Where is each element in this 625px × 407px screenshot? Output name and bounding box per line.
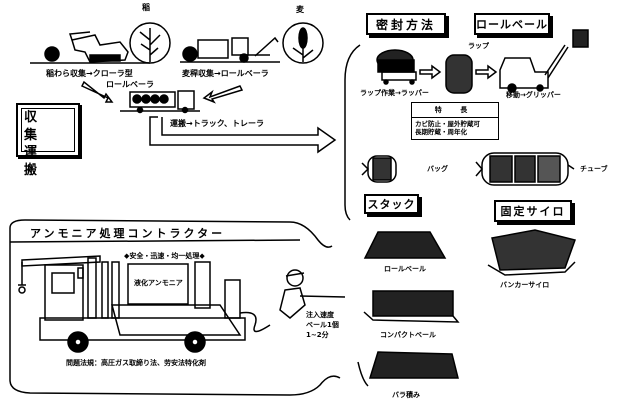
- tube-label: チューブ: [580, 165, 608, 173]
- worker-icon: [279, 269, 346, 319]
- features-header: 特 長: [412, 103, 498, 118]
- stack-roll-bale-label: ロールベール: [384, 265, 426, 273]
- arrow-icon: [475, 64, 498, 80]
- ammonia-slogan: ◆安全・迅速・均一処理◆: [124, 252, 205, 260]
- injection-rate-label: 注入速度: [306, 311, 334, 319]
- collection-title-1: 収 集: [24, 110, 44, 143]
- bunker-silo-icon: [487, 229, 576, 276]
- arrow-to-truck-right: [202, 85, 244, 104]
- section-brace: [344, 44, 361, 221]
- ammonia-section-frame: [9, 219, 341, 396]
- bag-label: バッグ: [427, 165, 448, 173]
- stack-loose-label: バラ積み: [392, 391, 420, 399]
- rice-label: 稲: [142, 3, 150, 12]
- sealing-method-title: 密封方法: [366, 13, 446, 35]
- rice-method-label: 稲わら収集→クローラ型: [46, 69, 133, 78]
- injection-rate-label-2: ベール1個: [306, 321, 339, 329]
- crawler-roll-baler-icon: [44, 31, 129, 63]
- ammonia-crane-truck-icon: [18, 255, 271, 353]
- transport-label: 運搬→トラック、トレーラ: [170, 119, 264, 128]
- tube-icon: [475, 152, 575, 186]
- transport-arrow: [149, 116, 337, 154]
- rice-plant-icon: [129, 22, 171, 64]
- wrapper-machine-icon: [376, 49, 417, 85]
- wheat-method-label: 麦稈収集→ロールベーラ: [182, 69, 269, 78]
- arrow-to-truck-left: [80, 80, 114, 103]
- ammonia-tank-label: 液化アンモニア: [134, 279, 183, 287]
- transport-truck-icon: [120, 90, 200, 114]
- injection-rate-label-3: 1~2分: [306, 331, 329, 339]
- wheat-label: 麦: [296, 5, 304, 14]
- roll-bale-title: ロールベール: [474, 13, 550, 35]
- ammonia-contractor-title: アンモニア処理コントラクター: [30, 227, 226, 240]
- rice-method-label-2: ロールベーラ: [106, 80, 154, 89]
- tractor-roll-baler-icon: [182, 36, 279, 63]
- wrap-label: ラップ: [468, 42, 489, 50]
- features-line-1: カビ防止・屋外貯蔵可: [415, 120, 480, 128]
- gripper-forklift-icon: [499, 29, 589, 93]
- stack-compact-bale-label: コンパクトベール: [380, 331, 436, 339]
- stack-roll-bale-icon: [363, 231, 447, 259]
- fixed-silo-title: 固定サイロ: [494, 200, 572, 222]
- moving-label: 移動→グリッパー: [506, 91, 561, 99]
- collection-title-2: 運 搬: [24, 145, 44, 178]
- collection-transport-box: 収 集 運 搬: [16, 103, 80, 178]
- wheat-plant-icon: [282, 22, 324, 64]
- stack-compact-bale-icon: [363, 290, 460, 323]
- stack-loose-icon: [357, 351, 459, 387]
- bag-icon: [361, 155, 397, 183]
- wrapping-label: ラップ作業→ラッパー: [360, 89, 429, 97]
- stack-title: スタック: [364, 194, 419, 214]
- features-line-2: 長期貯蔵・周年化: [415, 128, 467, 137]
- bunker-silo-label: バンカーサイロ: [500, 281, 550, 289]
- features-box: 特 長 カビ防止・屋外貯蔵可 長期貯蔵・周年化: [411, 102, 499, 140]
- wrapped-bale-icon: [445, 54, 473, 94]
- regulations-label: 問題法規：高圧ガス取締り法、劳安法特化剤: [66, 359, 206, 367]
- arrow-icon: [419, 64, 442, 80]
